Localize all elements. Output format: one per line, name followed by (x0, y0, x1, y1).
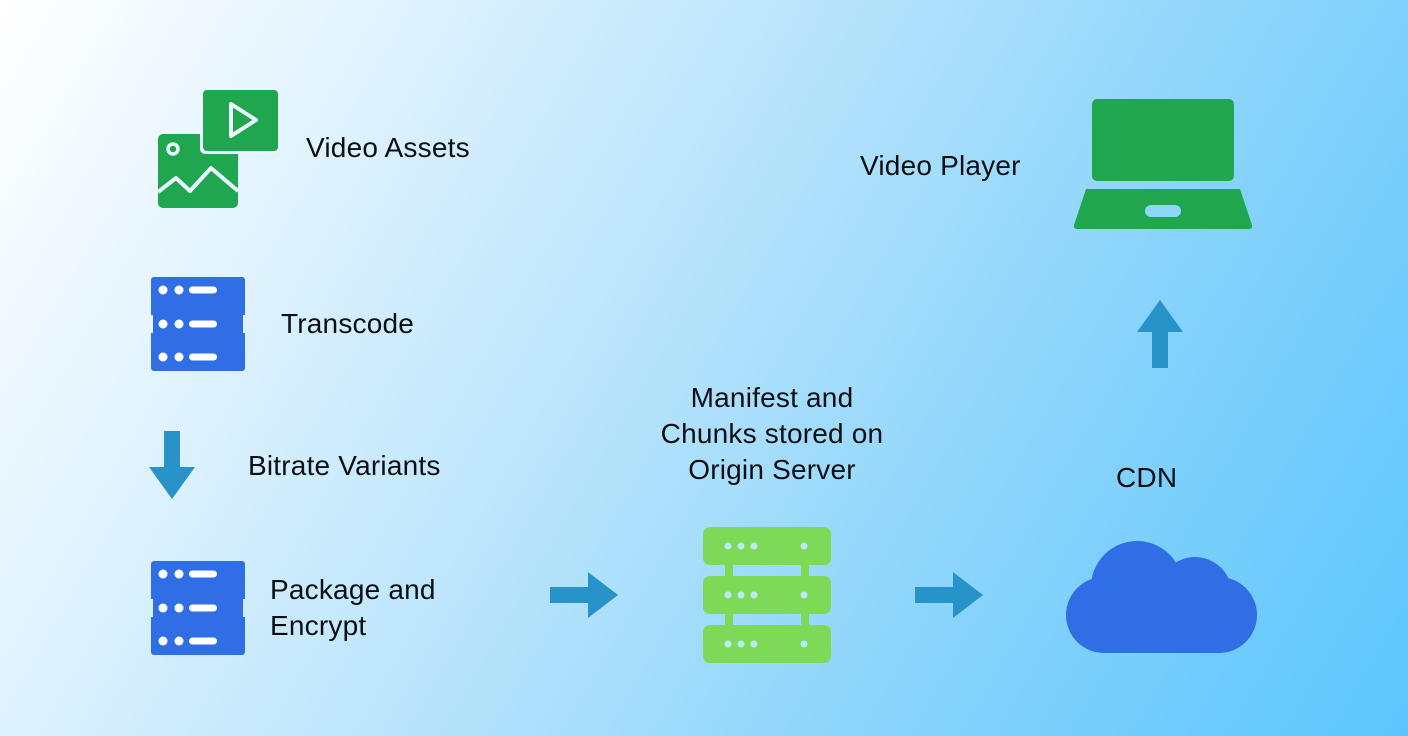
arrow-down-icon (149, 431, 195, 501)
origin-server-label-line-1: Manifest and (690, 382, 854, 413)
video-assets-label: Video Assets (306, 132, 470, 163)
package-encrypt-label: Package and Encrypt (270, 572, 436, 644)
video-player-laptop-icon (1072, 97, 1254, 231)
transcode-server-icon (151, 277, 245, 371)
cdn-cloud-icon (1062, 537, 1258, 653)
package-server-icon (151, 561, 245, 655)
package-encrypt-label-line-1: Package and (270, 574, 436, 605)
package-encrypt-label-line-2: Encrypt (270, 610, 367, 641)
origin-server-label-line-3: Origin Server (688, 454, 856, 485)
transcode-label: Transcode (281, 308, 415, 339)
bitrate-variants-label: Bitrate Variants (248, 450, 441, 481)
video-assets-icon (156, 88, 280, 210)
origin-server-rack-icon (703, 527, 831, 663)
origin-server-label: Manifest and Chunks stored on Origin Ser… (612, 380, 932, 488)
arrow-up-icon (1137, 298, 1183, 368)
video-player-label: Video Player (860, 150, 1021, 181)
cdn-label: CDN (1116, 462, 1178, 493)
arrow-right-icon (915, 572, 985, 618)
arrow-right-icon (550, 572, 620, 618)
origin-server-label-line-2: Chunks stored on (660, 418, 884, 449)
